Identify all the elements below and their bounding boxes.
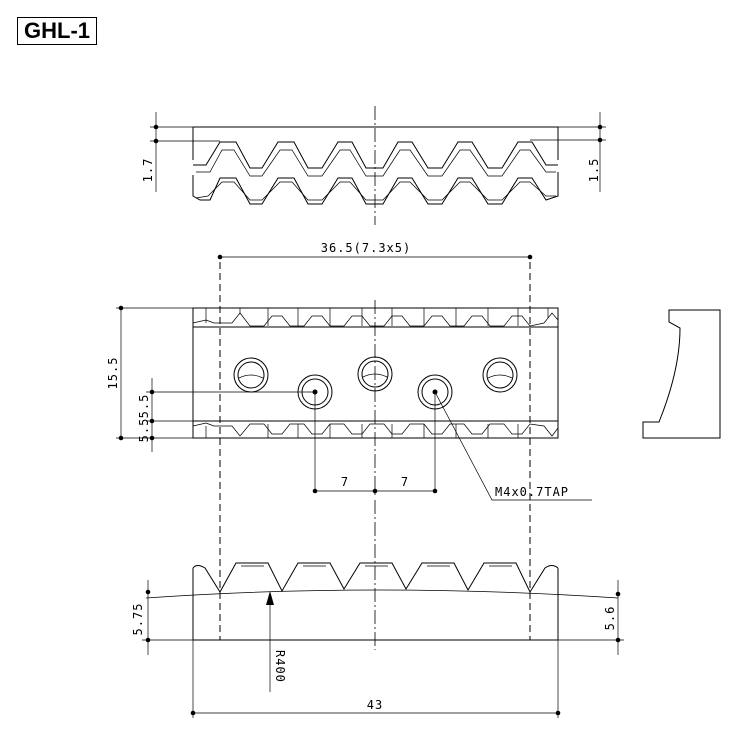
dim-dot xyxy=(597,124,603,130)
lower-teeth-profile xyxy=(192,422,559,437)
dim-dot xyxy=(149,389,155,395)
front-view: 36.5(7.3x5) xyxy=(106,241,592,501)
radius-dim: R400 xyxy=(273,650,287,683)
dim-dot xyxy=(153,138,159,144)
upper-teeth-ticks xyxy=(205,308,549,326)
dim-dot xyxy=(312,488,318,494)
dim-dot xyxy=(153,124,159,130)
part-number-label: GHL-1 xyxy=(17,17,97,45)
front-view-body xyxy=(192,307,559,439)
top-view-teeth-lower xyxy=(192,172,559,205)
hole-height-dim: 5.5 xyxy=(137,394,151,419)
hole-pitch-right-dim: 7 xyxy=(401,475,409,489)
dim-dot xyxy=(118,435,124,441)
top-view-teeth-lower-inner xyxy=(195,181,556,201)
lower-teeth-ticks xyxy=(205,424,519,438)
dim-dot xyxy=(149,435,155,441)
left-height-dim: 5.75 xyxy=(131,603,145,636)
dim-dot xyxy=(149,418,155,424)
tooth-span-dim: 36.5(7.3x5) xyxy=(321,241,411,255)
bottom-view-radius-arc xyxy=(145,589,619,599)
right-height-dim: 5.6 xyxy=(603,606,617,631)
hole-far-right xyxy=(482,357,518,393)
top-view-outline xyxy=(192,126,559,160)
overall-height-dim: 15.5 xyxy=(106,357,120,390)
dim-dot xyxy=(555,710,561,716)
tap-note: M4x0.7TAP xyxy=(495,485,569,499)
radius-arrow xyxy=(266,591,274,605)
dim-dot xyxy=(615,591,621,597)
dim-dot xyxy=(118,305,124,311)
side-view-profile xyxy=(642,309,721,439)
hole-pitch-left-dim: 7 xyxy=(341,475,349,489)
hole-far-left xyxy=(233,357,269,393)
top-right-height-dim: 1.5 xyxy=(587,158,601,183)
dim-dot xyxy=(527,254,533,260)
bottom-view-outline xyxy=(192,568,559,641)
upper-teeth-profile xyxy=(192,312,559,327)
dim-dot xyxy=(372,488,378,494)
side-view xyxy=(642,309,721,439)
dim-dot xyxy=(217,254,223,260)
dim-dot xyxy=(190,710,196,716)
top-view-teeth-upper-inner xyxy=(196,149,556,177)
dim-dot xyxy=(145,589,151,595)
dim-dot xyxy=(597,137,603,143)
overall-width-dim: 43 xyxy=(367,698,383,712)
top-view: 1.7 1.5 xyxy=(141,106,606,225)
dim-dot xyxy=(145,637,151,643)
lower-height-dim: 5.5 xyxy=(137,418,151,443)
dim-dot xyxy=(432,488,438,494)
top-left-height-dim: 1.7 xyxy=(141,158,155,183)
bottom-view-teeth xyxy=(192,562,559,594)
top-view-teeth-upper xyxy=(193,141,558,169)
tap-leader-line xyxy=(434,391,592,501)
dim-dot xyxy=(615,637,621,643)
bottom-view: 5.75 5.6 R400 43 xyxy=(131,262,624,718)
